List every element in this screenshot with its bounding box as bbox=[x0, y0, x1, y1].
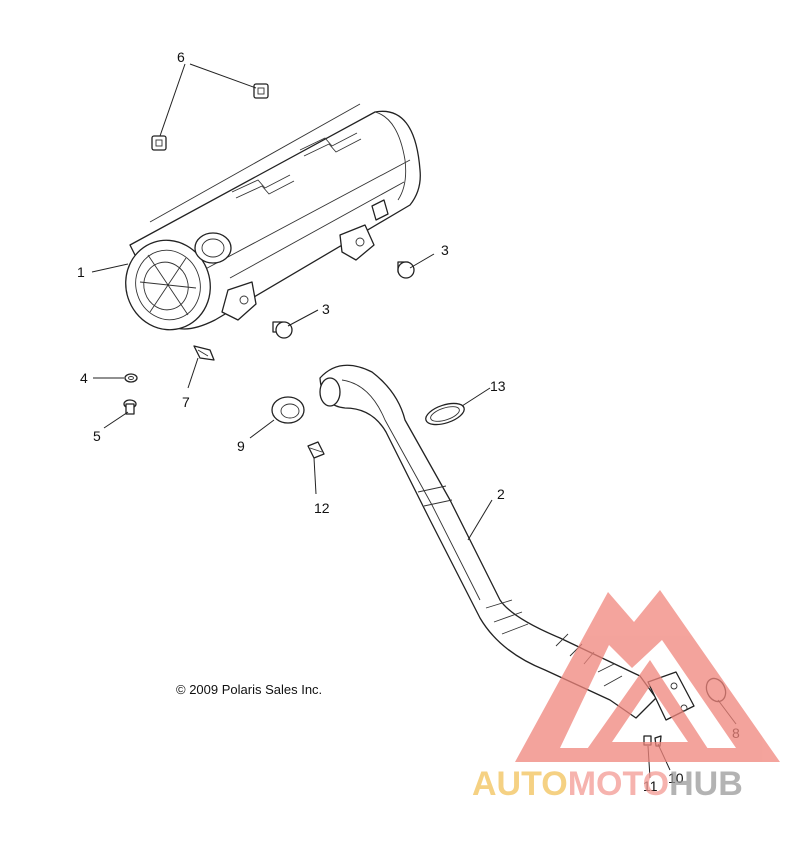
spring bbox=[307, 441, 325, 459]
callout-2: 2 bbox=[497, 486, 505, 502]
callout-9: 9 bbox=[237, 438, 245, 454]
rubber-grommet-lower bbox=[151, 135, 167, 151]
callout-3-upper: 3 bbox=[441, 242, 449, 258]
watermark-triangle bbox=[515, 590, 780, 762]
callout-1: 1 bbox=[77, 264, 85, 280]
watermark-logo: AUTOMOTOHUB bbox=[472, 590, 780, 803]
callout-10: 10 bbox=[668, 770, 684, 786]
callout-13: 13 bbox=[490, 378, 506, 394]
watermark-text-hub: HUB bbox=[669, 765, 743, 803]
watermark-text-moto: MOTO bbox=[568, 765, 669, 803]
callout-6: 6 bbox=[177, 49, 185, 65]
hose-clamp bbox=[425, 402, 465, 426]
watermark-text-auto: AUTO bbox=[472, 765, 568, 803]
exhaust-pipe bbox=[319, 364, 695, 721]
muffler bbox=[125, 103, 421, 331]
mount-bushing-left bbox=[272, 321, 293, 339]
gasket-ring bbox=[271, 396, 305, 424]
svg-text:AUTOMOTOHUB: AUTOMOTOHUB bbox=[472, 765, 743, 803]
callout-7: 7 bbox=[182, 394, 190, 410]
watermark-inner-triangle bbox=[585, 660, 710, 752]
callout-11: 11 bbox=[643, 778, 658, 794]
copyright-notice: © 2009 Polaris Sales Inc. bbox=[176, 682, 322, 697]
mount-bushing-right bbox=[397, 261, 415, 279]
washer bbox=[124, 373, 138, 383]
callout-12: 12 bbox=[314, 500, 330, 516]
rubber-grommet-upper bbox=[253, 83, 269, 99]
sensor-fitting bbox=[193, 345, 215, 361]
callout-3-lower: 3 bbox=[322, 301, 330, 317]
callout-5: 5 bbox=[93, 428, 101, 444]
callout-4: 4 bbox=[80, 370, 88, 386]
bolt bbox=[123, 399, 137, 415]
